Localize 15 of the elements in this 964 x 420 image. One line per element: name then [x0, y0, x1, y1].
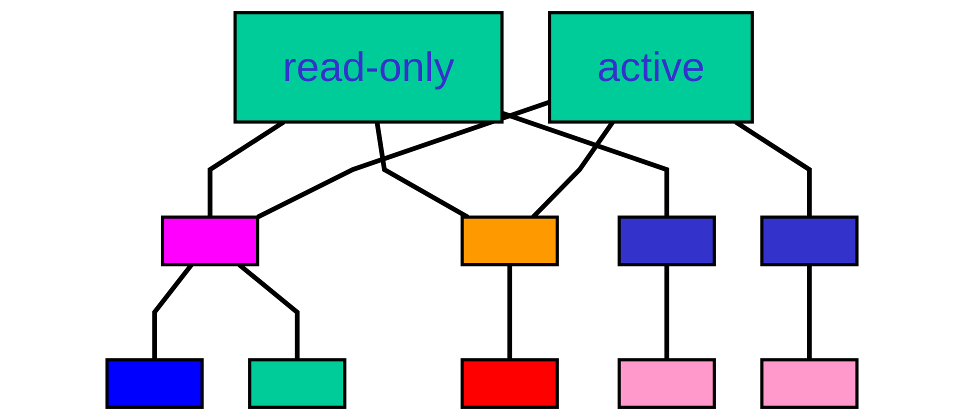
- node-box: [248, 358, 346, 409]
- connector: [256, 100, 550, 220]
- node-box: [760, 216, 859, 266]
- node-box: [160, 216, 260, 266]
- node-box: [760, 358, 859, 409]
- node-box: [105, 358, 204, 409]
- node-box: [618, 358, 716, 409]
- node-box: [460, 216, 559, 266]
- connector: [807, 264, 812, 360]
- node-box: active: [548, 11, 754, 124]
- connector: [664, 264, 670, 360]
- node-box: [460, 358, 559, 409]
- node-box: [618, 216, 716, 266]
- connector: [507, 264, 512, 360]
- node-box: read-only: [234, 11, 504, 124]
